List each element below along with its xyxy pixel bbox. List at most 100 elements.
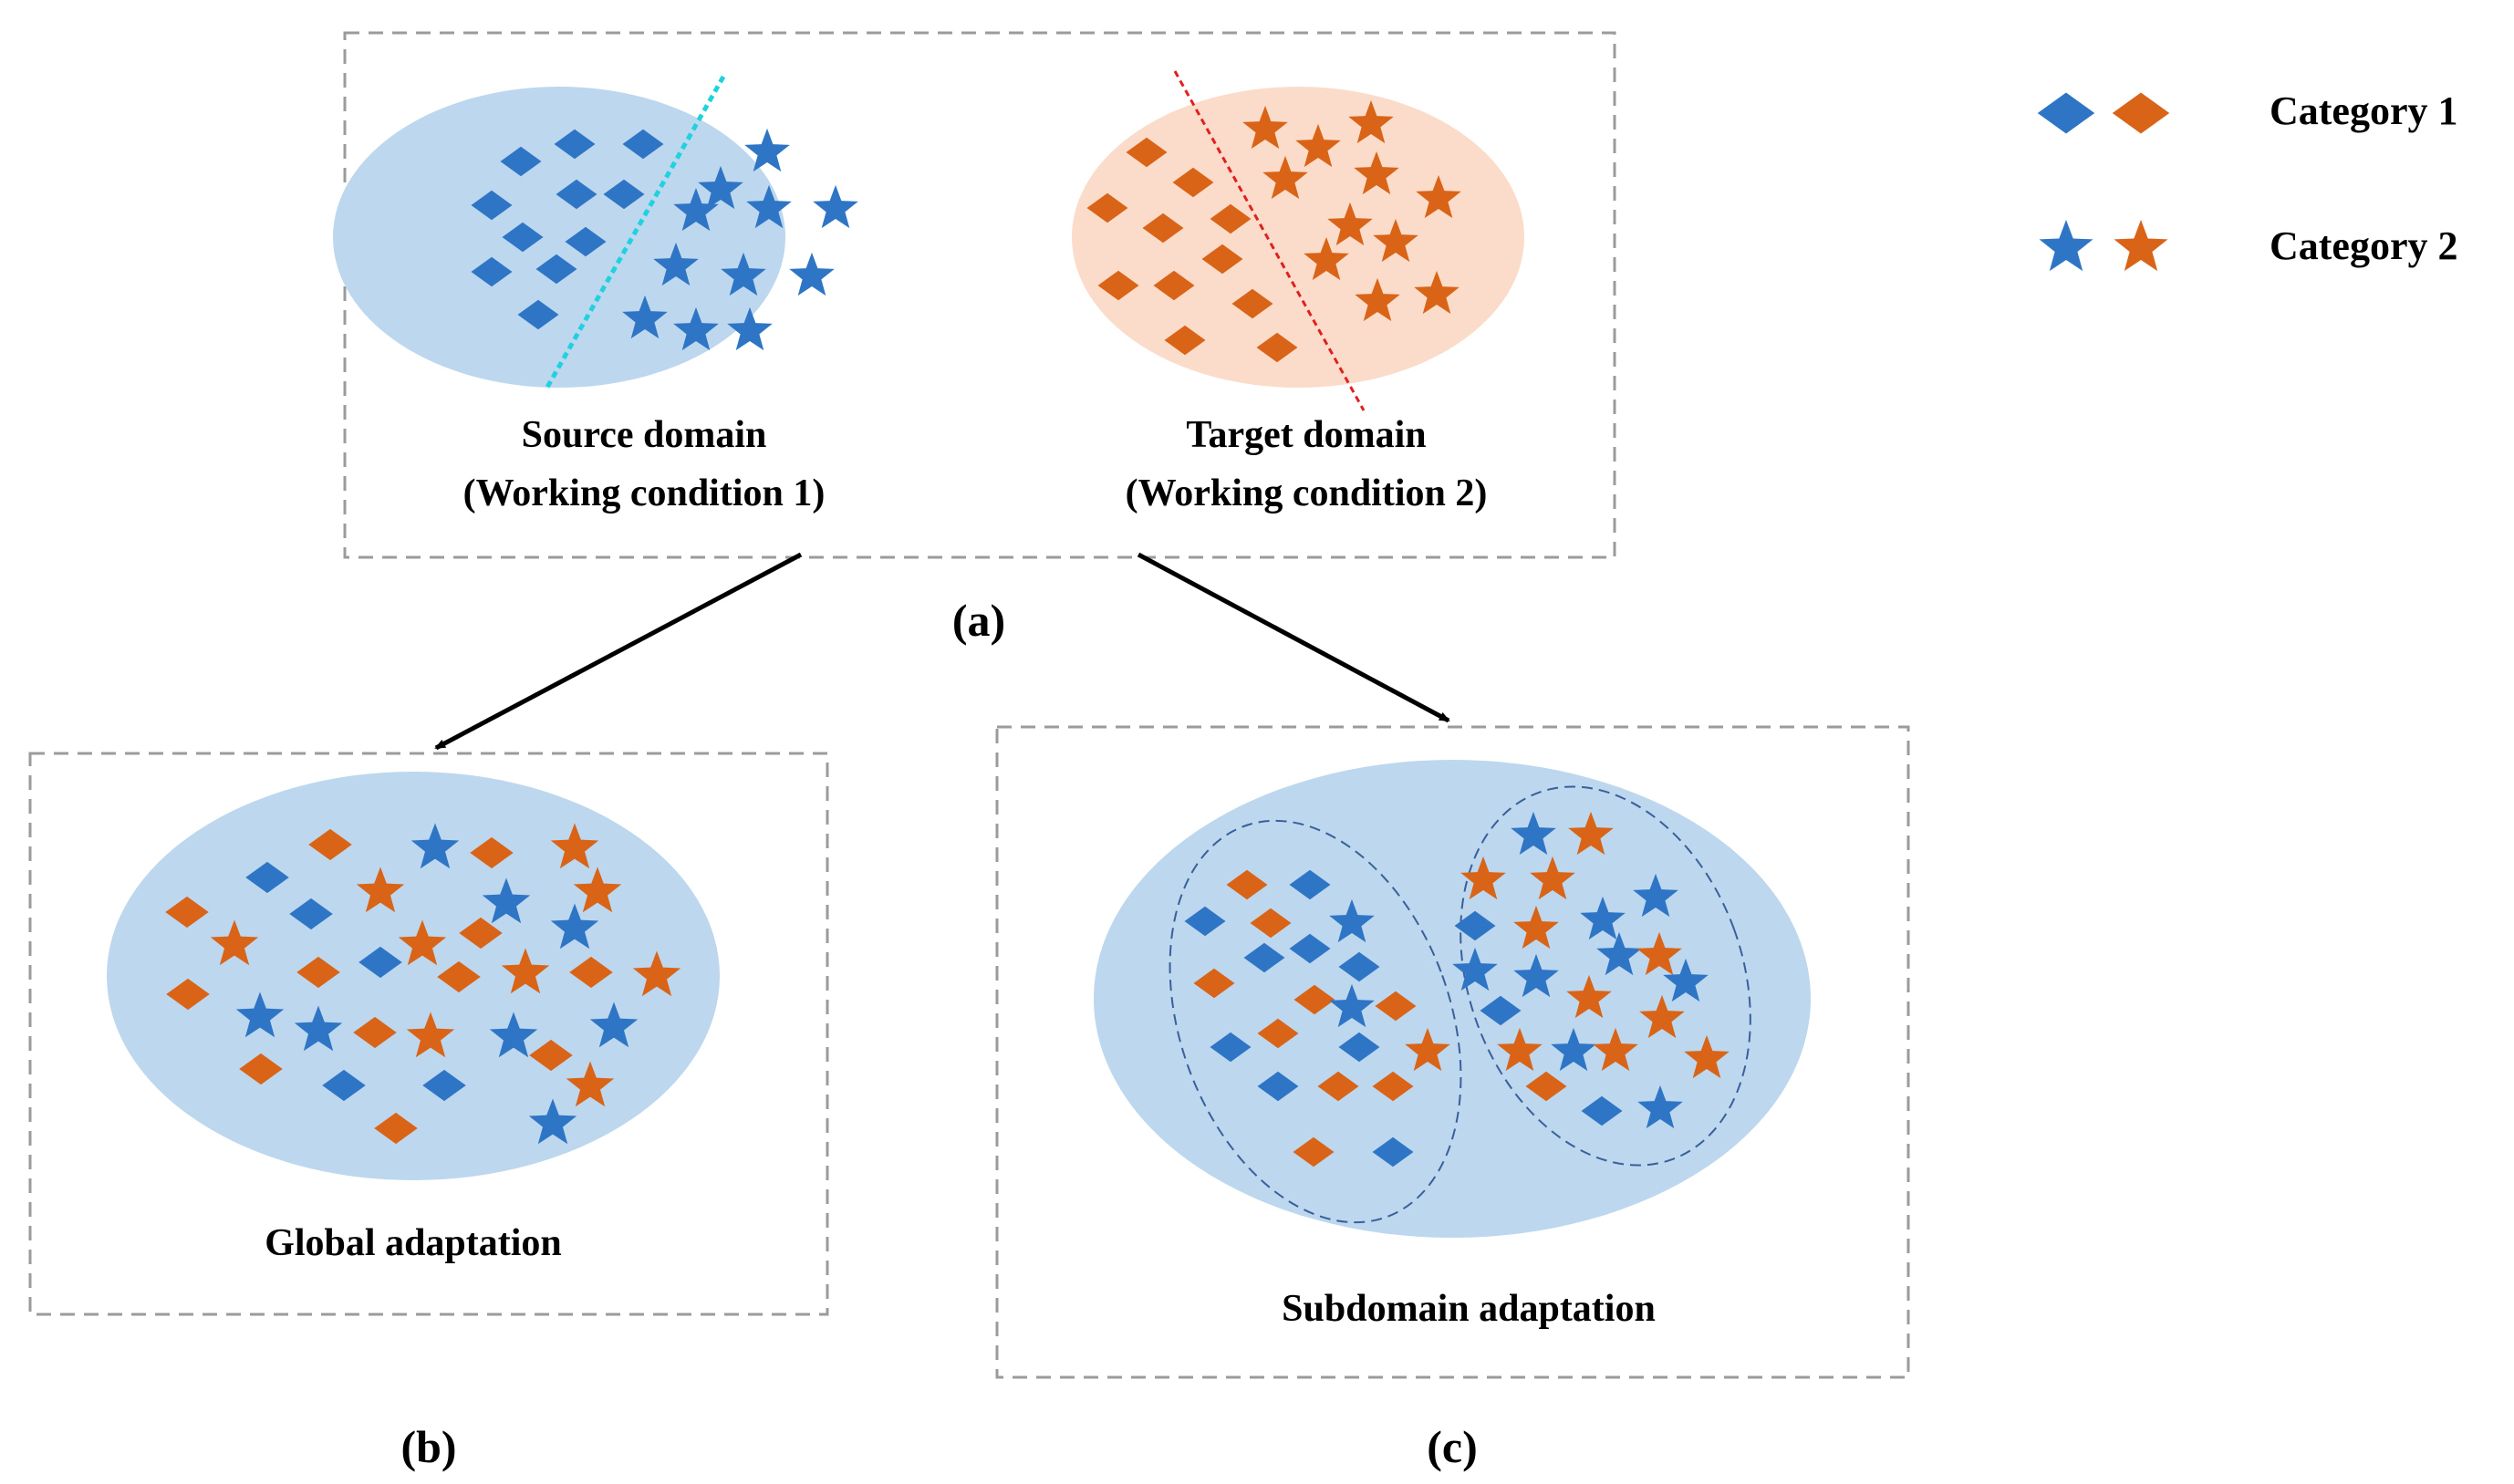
- legend-blue-star-icon: [2039, 220, 2093, 272]
- orange-star-marker: [573, 867, 622, 913]
- blue-star-marker: [789, 252, 835, 296]
- arrow-to-subdomain: [1137, 552, 1450, 723]
- blue-diamond-marker: [1257, 1071, 1299, 1102]
- blue-star-marker: [1511, 811, 1556, 856]
- orange-star-marker: [210, 919, 259, 966]
- orange-diamond-marker: [1317, 1071, 1359, 1102]
- blue-diamond-marker: [502, 222, 544, 253]
- orange-star-marker: [1295, 123, 1341, 168]
- source-domain-label: Source domain: [522, 414, 767, 456]
- orange-star-marker: [1416, 174, 1461, 219]
- blue-star-marker: [622, 295, 668, 339]
- blue-star-marker: [294, 1005, 343, 1052]
- orange-diamond-marker: [1226, 869, 1268, 900]
- orange-diamond-marker: [1164, 325, 1206, 356]
- target-domain-points: [1086, 99, 1461, 363]
- orange-diamond-marker: [1193, 968, 1235, 999]
- subdomain-cluster-2: [1460, 785, 1751, 1167]
- blue-diamond-marker: [1480, 995, 1522, 1026]
- orange-diamond-marker: [459, 917, 503, 950]
- orange-star-marker: [1354, 150, 1399, 195]
- blue-star-marker: [489, 1012, 538, 1058]
- blue-diamond-marker: [1338, 951, 1380, 982]
- blue-star-marker: [721, 252, 766, 296]
- subdomain-adaptation-points: [1184, 811, 1730, 1167]
- blue-star-marker: [482, 877, 531, 924]
- orange-diamond-marker: [1231, 288, 1273, 319]
- panel-c-caption: (c): [1427, 1421, 1478, 1472]
- blue-diamond-marker: [471, 190, 513, 221]
- blue-star-marker: [673, 306, 719, 351]
- subdomain-outer-ellipse: [1094, 760, 1811, 1238]
- legend-orange-star-icon: [2114, 220, 2168, 272]
- panel-b-frame: [28, 752, 829, 1316]
- legend-category-2-label: Category 2: [2270, 223, 2458, 268]
- blue-diamond-marker: [1243, 942, 1285, 973]
- blue-star-marker: [813, 184, 858, 229]
- orange-diamond-marker: [1086, 192, 1128, 223]
- orange-diamond-marker: [1172, 167, 1214, 198]
- orange-diamond-marker: [374, 1112, 418, 1145]
- global-adaptation-points: [165, 823, 681, 1145]
- blue-star-marker: [1637, 1084, 1683, 1129]
- orange-diamond-marker: [1153, 270, 1195, 301]
- orange-diamond-marker: [529, 1039, 573, 1072]
- blue-diamond-marker: [1338, 1032, 1380, 1063]
- panel-a-caption: (a): [952, 595, 1005, 646]
- orange-star-marker: [566, 1061, 615, 1107]
- source-decision-boundary: [543, 75, 726, 392]
- blue-star-marker: [727, 306, 773, 351]
- orange-diamond-marker: [239, 1053, 283, 1085]
- legend-category-1-label: Category 1: [2270, 88, 2458, 133]
- orange-star-marker: [1684, 1034, 1730, 1079]
- orange-diamond-marker: [437, 960, 481, 993]
- orange-diamond-marker: [1293, 984, 1335, 1015]
- orange-star-marker: [632, 950, 681, 997]
- blue-star-marker: [673, 187, 719, 232]
- blue-star-marker: [1633, 873, 1678, 918]
- blue-diamond-marker: [1210, 1032, 1252, 1063]
- arrow-to-global: [434, 552, 803, 751]
- orange-diamond-marker: [1372, 1071, 1414, 1102]
- orange-diamond-marker: [1250, 908, 1292, 939]
- blue-star-marker: [528, 1098, 577, 1145]
- panel-b: Global adaptation (b): [28, 752, 829, 1472]
- orange-star-marker: [356, 867, 405, 913]
- legend-orange-diamond-icon: [2112, 92, 2170, 134]
- orange-diamond-marker: [1097, 270, 1139, 301]
- orange-diamond-marker: [1293, 1136, 1335, 1167]
- orange-star-marker: [501, 948, 550, 994]
- panel-b-caption: (b): [400, 1421, 456, 1472]
- target-domain-label: Target domain: [1186, 414, 1426, 456]
- panel-c: Subdomain adaptation (c): [995, 725, 1910, 1472]
- blue-star-marker: [1580, 896, 1626, 940]
- blue-star-marker: [1329, 983, 1375, 1028]
- blue-star-marker: [1513, 953, 1559, 998]
- blue-diamond-marker: [1289, 933, 1331, 964]
- legend-blue-diamond-icon: [2037, 92, 2095, 134]
- blue-star-marker: [1452, 947, 1498, 991]
- orange-diamond-marker: [308, 828, 352, 861]
- orange-diamond-marker: [1257, 1018, 1299, 1049]
- blue-diamond-marker: [471, 256, 513, 287]
- orange-star-marker: [1414, 270, 1460, 315]
- blue-star-marker: [744, 128, 790, 172]
- blue-diamond-marker: [556, 179, 597, 210]
- blue-star-marker: [1329, 898, 1375, 943]
- blue-star-marker: [550, 903, 599, 950]
- orange-star-marker: [1262, 155, 1308, 200]
- orange-diamond-marker: [1201, 244, 1243, 275]
- orange-star-marker: [398, 919, 447, 966]
- orange-star-marker: [406, 1012, 455, 1058]
- blue-star-marker: [1663, 958, 1709, 1002]
- source-domain-condition: (Working condition 1): [463, 472, 826, 514]
- blue-diamond-marker: [422, 1069, 466, 1102]
- orange-star-marker: [1348, 99, 1394, 144]
- global-adaptation-label: Global adaptation: [265, 1222, 562, 1264]
- blue-star-marker: [235, 991, 285, 1038]
- blue-diamond-marker: [554, 129, 596, 160]
- blue-diamond-marker: [1184, 906, 1226, 937]
- blue-diamond-marker: [535, 254, 577, 285]
- blue-star-marker: [1596, 931, 1642, 976]
